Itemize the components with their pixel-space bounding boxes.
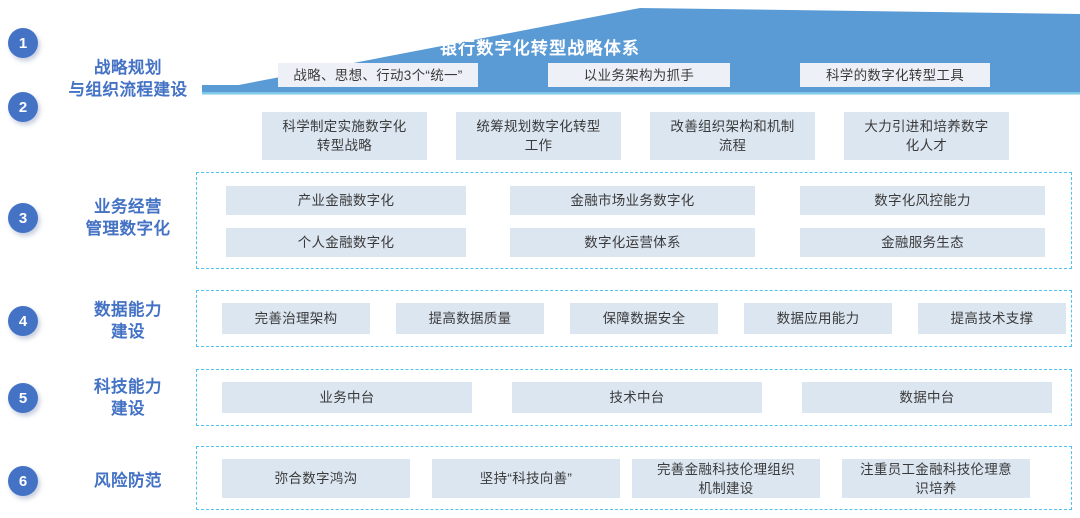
rail-label-4-line1: 数据能力	[94, 301, 162, 319]
tech-box-3[interactable]: 数据中台	[802, 382, 1052, 413]
tech-box-1[interactable]: 业务中台	[222, 382, 472, 413]
org-box-3-line2: 流程	[718, 138, 747, 153]
org-box-1[interactable]: 科学制定实施数字化 转型战略	[262, 112, 427, 160]
roof-box-3[interactable]: 科学的数字化转型工具	[800, 63, 990, 87]
risk-box-3-line2: 机制建设	[698, 480, 754, 496]
rail-label-5: 科技能力 建设	[58, 376, 198, 420]
org-box-3-line1: 改善组织架构和机制	[670, 119, 795, 134]
data-box-2[interactable]: 提高数据质量	[396, 303, 544, 334]
org-box-2-line2: 工作	[524, 138, 553, 153]
data-box-5[interactable]: 提高技术支撑	[918, 303, 1066, 334]
business-box-r1-2[interactable]: 金融市场业务数字化	[510, 186, 755, 215]
tech-box-2[interactable]: 技术中台	[512, 382, 762, 413]
diagram-title: 银行数字化转型战略体系	[439, 39, 641, 58]
rail-label-5-line2: 建设	[111, 400, 145, 418]
risk-box-1-line1: 弥合数字鸿沟	[274, 471, 358, 486]
business-box-r2-1[interactable]: 个人金融数字化	[226, 228, 466, 257]
section-tech-container	[196, 369, 1072, 426]
org-box-2-line1: 统筹规划数字化转型	[476, 119, 601, 134]
rail-label-6-line1: 风险防范	[94, 472, 162, 490]
risk-box-3[interactable]: 完善金融科技伦理组织 机制建设	[632, 459, 820, 498]
org-box-1-line1: 科学制定实施数字化	[282, 119, 407, 134]
risk-box-4-line1: 注重员工金融科技伦理意	[860, 461, 1012, 477]
org-box-1-line2: 转型战略	[316, 138, 373, 153]
risk-box-3-line1: 完善金融科技伦理组织	[657, 461, 795, 477]
org-box-4-line1: 大力引进和培养数字	[864, 119, 989, 134]
rail-label-1-line1: 战略规划	[94, 59, 162, 77]
rail-number-3[interactable]: 3	[8, 203, 38, 233]
business-box-r1-1[interactable]: 产业金融数字化	[226, 186, 466, 215]
risk-box-4-line2: 识培养	[915, 480, 957, 496]
risk-box-2-line1: 坚持“科技向善”	[479, 471, 573, 486]
rail-label-1-line2: 与组织流程建设	[68, 81, 188, 99]
roof-box-1[interactable]: 战略、思想、行动3个“统一”	[278, 63, 478, 87]
rail-number-6[interactable]: 6	[8, 466, 38, 496]
rail-number-2[interactable]: 2	[8, 92, 38, 122]
org-box-3[interactable]: 改善组织架构和机制 流程	[650, 112, 815, 160]
rail-label-1: 战略规划 与组织流程建设	[58, 57, 198, 101]
section-data-container	[196, 290, 1072, 347]
risk-box-4[interactable]: 注重员工金融科技伦理意 识培养	[842, 459, 1030, 498]
rail-number-5[interactable]: 5	[8, 383, 38, 413]
org-box-4-line2: 化人才	[905, 138, 948, 153]
risk-box-2[interactable]: 坚持“科技向善”	[432, 459, 620, 498]
section-business-container	[196, 172, 1072, 269]
rail-number-1[interactable]: 1	[8, 28, 38, 58]
org-box-4[interactable]: 大力引进和培养数字 化人才	[844, 112, 1009, 160]
business-box-r2-2[interactable]: 数字化运营体系	[510, 228, 755, 257]
rail-label-6: 风险防范	[58, 470, 198, 492]
roof-box-2[interactable]: 以业务架构为抓手	[548, 63, 730, 87]
rail-number-4[interactable]: 4	[8, 306, 38, 336]
section-risk-container	[196, 446, 1072, 510]
business-box-r1-3[interactable]: 数字化风控能力	[800, 186, 1045, 215]
rail-label-3: 业务经营 管理数字化	[58, 196, 198, 240]
org-box-2[interactable]: 统筹规划数字化转型 工作	[456, 112, 621, 160]
rail-label-5-line1: 科技能力	[94, 378, 162, 396]
rail-label-3-line2: 管理数字化	[85, 220, 171, 238]
rail-label-3-line1: 业务经营	[94, 198, 162, 216]
rail-label-4: 数据能力 建设	[58, 299, 198, 343]
data-box-1[interactable]: 完善治理架构	[222, 303, 370, 334]
data-box-4[interactable]: 数据应用能力	[744, 303, 892, 334]
business-box-r2-3[interactable]: 金融服务生态	[800, 228, 1045, 257]
data-box-3[interactable]: 保障数据安全	[570, 303, 718, 334]
rail-label-4-line2: 建设	[111, 323, 145, 341]
risk-box-1[interactable]: 弥合数字鸿沟	[222, 459, 410, 498]
